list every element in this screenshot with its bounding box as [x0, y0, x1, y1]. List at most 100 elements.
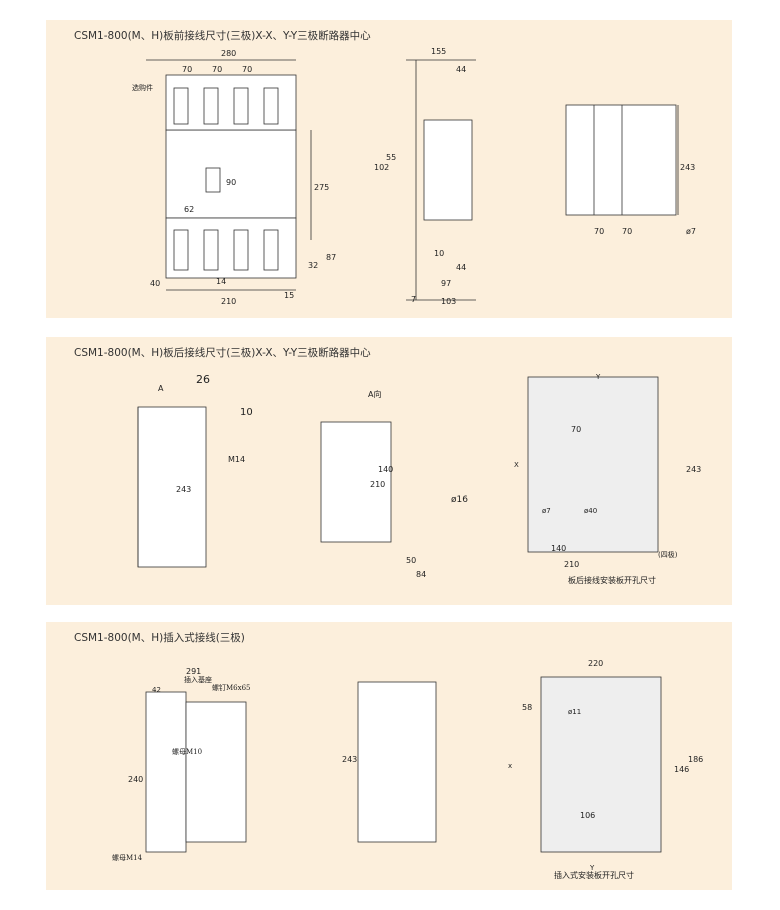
terminal-top: [165, 74, 297, 131]
dim-10: 10: [240, 407, 253, 418]
handle: [205, 167, 221, 193]
dim-291: 291: [186, 667, 201, 676]
side-view: [406, 59, 476, 301]
note-four-pole: (四极): [658, 550, 678, 559]
dim-44a: 44: [456, 65, 466, 74]
dim-11: ø11: [568, 708, 581, 716]
mount-outline: [565, 104, 677, 216]
bottom-terminal-3: [233, 229, 249, 271]
plug-side-view: [145, 691, 247, 853]
cutout-caption: 板后接线安装板开孔尺寸: [568, 575, 656, 585]
view-a-label: A向: [368, 389, 381, 399]
rear-side-view: [137, 406, 207, 568]
cutout-plate: [540, 676, 662, 853]
panel-rear-connection: CSM1-800(M、H)板后接线尺寸(三极)X-X、Y-Y三极断路器中心 A …: [46, 337, 732, 605]
dim-42: 42: [152, 686, 161, 694]
dim-7: 7: [411, 295, 416, 304]
dim-243: 243: [686, 465, 701, 474]
bottom-terminal-2: [203, 229, 219, 271]
option-tag: 选购件: [132, 83, 153, 92]
dim-55: 55: [386, 153, 396, 162]
dim-50: 50: [406, 556, 416, 565]
dim-26: 26: [196, 373, 210, 386]
dim-40: 40: [150, 279, 160, 288]
dim-102: 102: [374, 163, 389, 172]
cutout-caption: 插入式安装板开孔尺寸: [554, 870, 634, 880]
cutout-plate: [527, 376, 659, 553]
front-connection-drawing: 280 70 70 70 275 90 62 87 32 40 14 15 21…: [132, 47, 696, 306]
dim-87: 87: [326, 253, 336, 262]
dim-10: 10: [434, 249, 444, 258]
dim-70e: 70: [622, 227, 632, 236]
axis-y: Y: [595, 373, 601, 381]
plug-base: [145, 691, 187, 853]
dim-90: 90: [226, 178, 236, 187]
dim-106: 106: [580, 811, 595, 820]
dim-243: 243: [680, 163, 695, 172]
bottom-terminal-4: [263, 229, 279, 271]
dim-7: ø7: [542, 507, 551, 515]
dim-70a: 70: [182, 65, 192, 74]
dim-70d: 70: [594, 227, 604, 236]
panel-plug-in: CSM1-800(M、H)插入式接线(三极) 291 42 240 插入基座 螺…: [46, 622, 732, 890]
dim-16: ø16: [451, 495, 468, 505]
front-view: [146, 59, 312, 291]
terminal-bottom: [165, 217, 297, 279]
plug-body: [185, 701, 247, 843]
dim-14: 14: [216, 277, 226, 286]
view-a-body: [320, 421, 392, 543]
axis-x: X: [514, 461, 519, 469]
plug-cutout: [540, 676, 662, 853]
rear-cutout: [527, 376, 659, 553]
dim-243: 243: [342, 755, 357, 764]
panel-title: CSM1-800(M、H)板后接线尺寸(三极)X-X、Y-Y三极断路器中心: [74, 347, 371, 359]
dim-210: 210: [564, 560, 579, 569]
dim-97: 97: [441, 279, 451, 288]
dim-140: 140: [378, 465, 393, 474]
dim-m14: M14: [228, 455, 245, 464]
dim-40: ø40: [584, 507, 597, 515]
view-a: [320, 421, 392, 543]
label-base: 插入基座: [184, 675, 212, 684]
dim-44b: 44: [456, 263, 466, 272]
dim-140: 140: [551, 544, 566, 553]
label-nut-m14: 螺母M14: [112, 853, 143, 862]
bottom-terminal-1: [173, 229, 189, 271]
dim-84: 84: [416, 570, 426, 579]
dim-186: 186: [688, 755, 703, 764]
breaker-body: [165, 129, 297, 219]
top-terminal-4: [263, 87, 279, 125]
dim-32: 32: [308, 261, 318, 270]
dim-103: 103: [441, 297, 456, 306]
mount-plate-view: [565, 104, 679, 216]
dim-275: 275: [314, 183, 329, 192]
top-terminal-1: [173, 87, 189, 125]
side-body: [423, 119, 473, 221]
dim-220: 220: [588, 659, 603, 668]
label-nut-m10: 螺母M10: [172, 747, 202, 756]
top-terminal-3: [233, 87, 249, 125]
dim-210: 210: [221, 297, 236, 306]
rear-connection-drawing: A 26 10 M14 243 A向 140 210 ø16 50 84 Y X…: [137, 373, 701, 585]
axis-x: x: [508, 762, 512, 770]
dim-58: 58: [522, 703, 532, 712]
panel-title: CSM1-800(M、H)插入式接线(三极): [74, 632, 245, 644]
dim-70c: 70: [242, 65, 252, 74]
axis-y: Y: [589, 864, 595, 872]
dim-62: 62: [184, 205, 194, 214]
side-body: [137, 406, 207, 568]
plug-in-drawing: 291 42 240 插入基座 螺钉M6x65 螺母M10 螺母M14 243 …: [112, 659, 703, 880]
panel-title: CSM1-800(M、H)板前接线尺寸(三极)X-X、Y-Y三极断路器中心: [74, 30, 371, 42]
dim-240: 240: [128, 775, 143, 784]
dim-280: 280: [221, 49, 236, 58]
dim-243: 243: [176, 485, 191, 494]
dim-146: 146: [674, 765, 689, 774]
dim-155: 155: [431, 47, 446, 56]
dim-70b: 70: [212, 65, 222, 74]
top-terminal-2: [203, 87, 219, 125]
panel-front-connection: CSM1-800(M、H)板前接线尺寸(三极)X-X、Y-Y三极断路器中心 28…: [46, 20, 732, 318]
dim-210: 210: [370, 480, 385, 489]
dim-hole: ø7: [686, 227, 696, 236]
label-screw: 螺钉M6x65: [212, 683, 250, 692]
arrow-a: A: [158, 384, 164, 393]
